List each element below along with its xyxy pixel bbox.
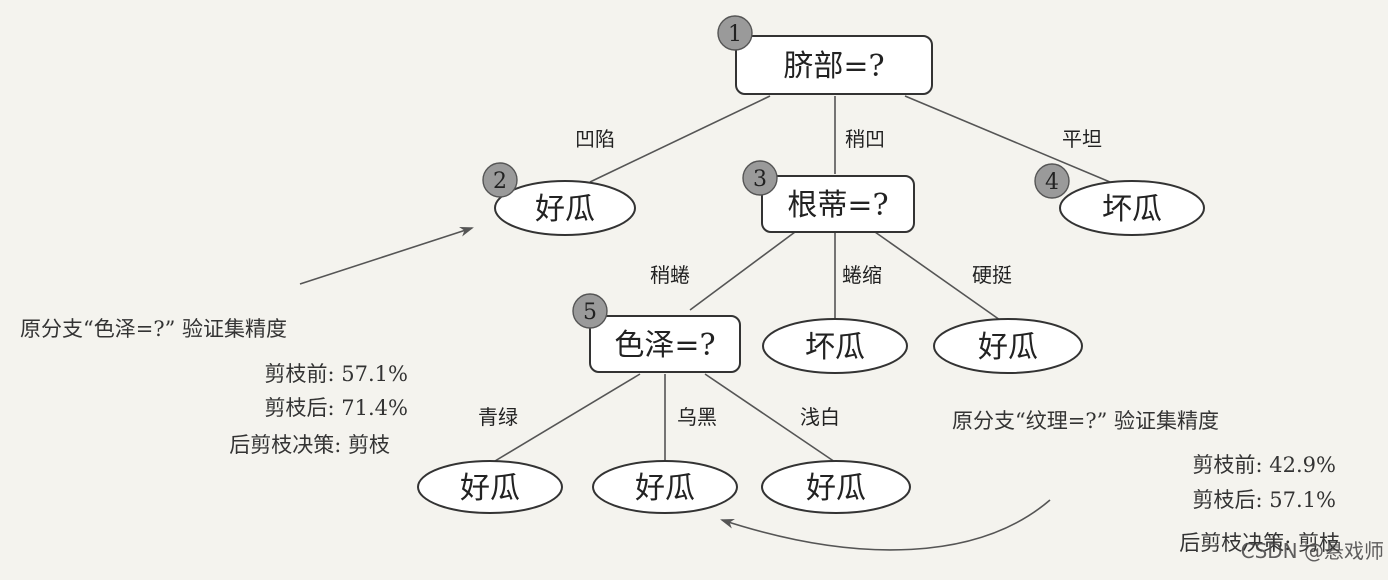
- node-5a: 好瓜: [417, 460, 563, 514]
- annotation-right-title: 原分支“纹理=?” 验证集精度: [952, 409, 1219, 433]
- edge-labels: 凹陷 稍凹 平坦 稍蜷 蜷缩 硬挺 青绿 乌黑 浅白: [478, 127, 1102, 429]
- node-4: 坏瓜 4: [1034, 163, 1205, 236]
- arrow-left-icon: [299, 226, 474, 285]
- annotation-left-title: 原分支“色泽=?” 验证集精度: [20, 317, 287, 341]
- edge-n3-n3c: [874, 231, 1001, 321]
- badge-1-icon: [717, 15, 753, 51]
- edge-label-n5-n5b: 乌黑: [677, 405, 717, 429]
- badge-1-label: 1: [728, 22, 742, 47]
- badge-3-label: 3: [753, 167, 767, 192]
- node-3b-label: 坏瓜: [805, 330, 865, 365]
- node-3: 根蒂=? 3: [742, 160, 915, 233]
- node-3c-label: 好瓜: [978, 330, 1038, 365]
- watermark: CSDN @悬戏师: [1241, 539, 1384, 563]
- node-5: 色泽=? 5: [572, 293, 741, 373]
- edge-label-n3-n5: 稍蜷: [650, 263, 690, 287]
- edge-label-n3-n3c: 硬挺: [972, 263, 1012, 287]
- badge-5-icon: [572, 293, 608, 329]
- edge-label-root-n3: 稍凹: [845, 127, 885, 151]
- edge-n3-n5: [689, 231, 796, 311]
- annotation-left: 原分支“色泽=?” 验证集精度 剪枝前: 57.1% 剪枝后: 71.4% 后剪…: [20, 317, 408, 457]
- edge-n5-n5c: [704, 373, 836, 463]
- annotation-left-before: 剪枝前: 57.1%: [265, 362, 408, 386]
- annotation-right-after: 剪枝后: 57.1%: [1193, 488, 1336, 512]
- edge-label-n3-n3b: 蜷缩: [842, 263, 882, 287]
- node-3-label: 根蒂=?: [787, 188, 888, 223]
- node-2: 好瓜 2: [482, 162, 636, 236]
- node-3c: 好瓜: [933, 318, 1083, 374]
- node-2-label: 好瓜: [535, 192, 595, 227]
- badge-5-label: 5: [583, 300, 597, 325]
- edge-label-n5-n5a: 青绿: [478, 405, 518, 429]
- badge-4-label: 4: [1045, 170, 1059, 195]
- badge-2-label: 2: [493, 169, 507, 194]
- badge-2-icon: [482, 162, 518, 198]
- edge-label-root-n4: 平坦: [1062, 127, 1102, 151]
- annotation-right-decision: 后剪枝决策: 剪枝: [1179, 531, 1340, 555]
- annotation-left-decision: 后剪枝决策: 剪枝: [229, 433, 390, 457]
- edge-root-n4: [904, 95, 1111, 183]
- badge-3-icon: [742, 160, 778, 196]
- edge-n5-n5a: [489, 373, 641, 465]
- annotation-left-after: 剪枝后: 71.4%: [265, 396, 408, 420]
- node-5c: 好瓜: [761, 460, 911, 514]
- node-5-label: 色泽=?: [614, 328, 715, 363]
- edge-label-n5-n5c: 浅白: [800, 405, 840, 429]
- node-root: 脐部=? 1: [717, 15, 933, 95]
- edge-root-n2: [589, 95, 771, 183]
- node-3b: 坏瓜: [762, 318, 908, 374]
- node-5b-label: 好瓜: [635, 471, 695, 506]
- badge-4-icon: [1034, 163, 1070, 199]
- node-5a-label: 好瓜: [460, 471, 520, 506]
- arrow-right-icon: [720, 499, 1051, 551]
- node-5b: 好瓜: [592, 460, 738, 514]
- node-4-label: 坏瓜: [1102, 192, 1162, 227]
- annotation-right: 原分支“纹理=?” 验证集精度 剪枝前: 42.9% 剪枝后: 57.1% 后剪…: [952, 409, 1340, 555]
- node-root-label: 脐部=?: [783, 49, 884, 84]
- annotation-right-before: 剪枝前: 42.9%: [1193, 453, 1336, 477]
- edges: [489, 95, 1111, 465]
- node-5c-label: 好瓜: [806, 471, 866, 506]
- edge-label-root-n2: 凹陷: [575, 127, 615, 151]
